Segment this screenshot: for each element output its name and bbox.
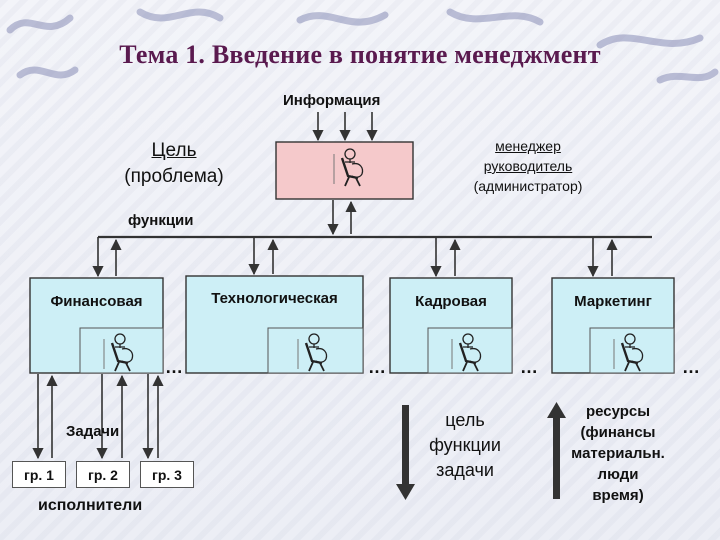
tasks-label: Задачи [66, 423, 120, 440]
ellipsis-3: … [520, 357, 538, 377]
goal-label: Цель (проблема) [100, 138, 248, 190]
ellipsis-1: … [165, 357, 183, 377]
goal-title: Цель [151, 140, 197, 161]
decorative-squiggles [6, 8, 719, 84]
down-text-line1: цель [445, 410, 485, 430]
performers-label: исполнители [38, 497, 143, 514]
group-1: гр. 1 [12, 461, 66, 488]
up-arrow-text: ресурсы (финансы материальн. люди время) [562, 401, 674, 506]
down-text-line2: функции [429, 435, 501, 455]
ellipsis-2: … [368, 357, 386, 377]
info-arrows [312, 112, 378, 142]
slide-title: Тема 1. Введение в понятие менеджмент [119, 40, 601, 69]
dept-name-technology: Технологическая [211, 290, 338, 307]
goal-subtitle: (проблема) [124, 166, 224, 187]
manager-line1: менеджер [495, 138, 561, 154]
manager-line3: (администратор) [473, 178, 583, 194]
group-arrows [32, 374, 164, 460]
manager-label: менеджер руководитель (администратор) [448, 136, 608, 196]
dept-name-marketing: Маркетинг [574, 293, 652, 310]
big-up-arrow [547, 402, 566, 499]
dept-name-hr: Кадровая [415, 293, 487, 310]
up-text-line5: время) [592, 487, 644, 504]
up-text-line1: ресурсы [585, 403, 651, 420]
manager-box [275, 141, 414, 200]
bus-department-arrows [92, 237, 618, 278]
group-2: гр. 2 [76, 461, 130, 488]
department-person-cells [79, 327, 675, 374]
down-text-line3: задачи [436, 460, 494, 480]
up-text-line2: (финансы [580, 424, 656, 441]
group-3: гр. 3 [140, 461, 194, 488]
dept-name-finance: Финансовая [50, 293, 143, 310]
down-arrow-text: цель функции задачи [410, 408, 520, 483]
ellipsis-4: … [682, 357, 700, 377]
big-down-arrow [396, 405, 415, 500]
manager-bus-arrows [327, 200, 357, 236]
up-text-line4: люди [597, 466, 639, 483]
up-text-line3: материальн. [571, 445, 665, 462]
info-label: Информация [283, 92, 381, 109]
manager-line2: руководитель [483, 158, 573, 174]
functions-label: функции [128, 212, 194, 229]
